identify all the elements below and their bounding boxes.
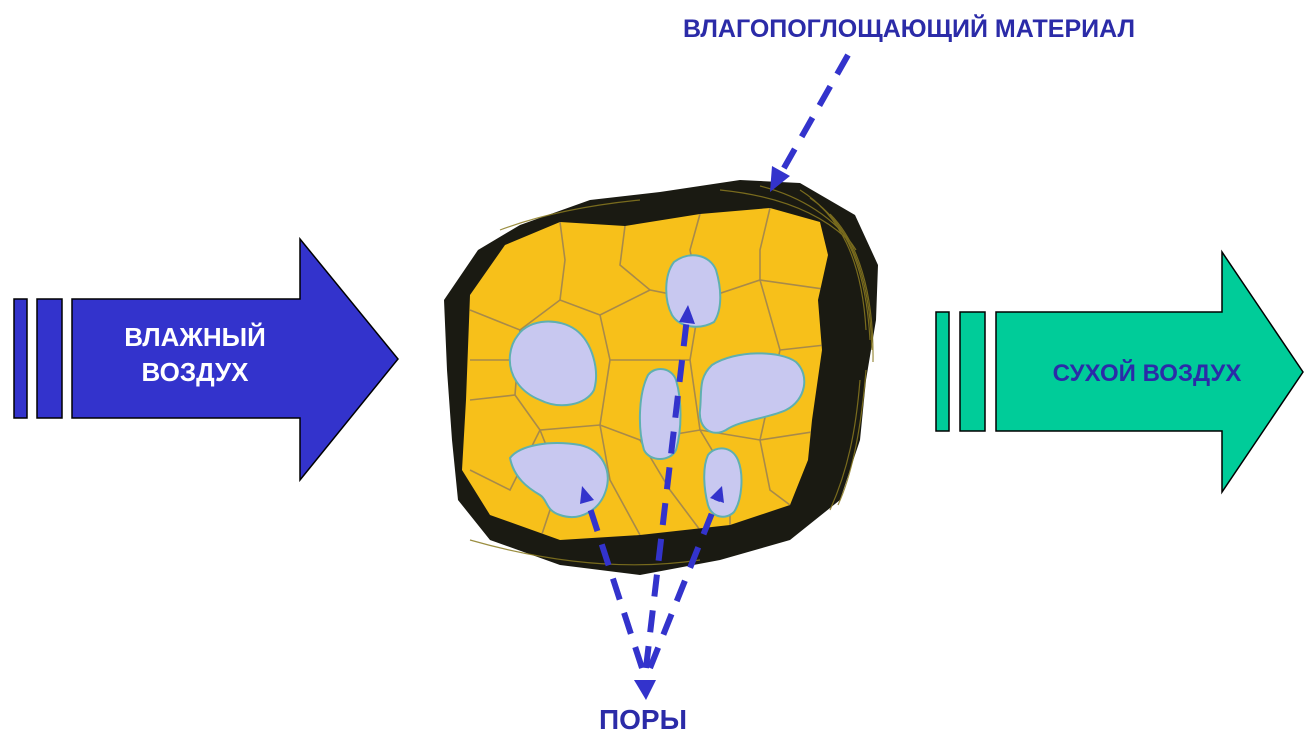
humid-air-label-line1: ВЛАЖНЫЙ [124,322,266,352]
pore-top [666,255,720,326]
material-label: ВЛАГОПОГЛОЩАЮЩИЙ МАТЕРИАЛ [683,13,1135,43]
material-pointer-line [780,55,848,175]
humid-arrow-bar-2 [37,299,62,418]
humid-arrow-bar-1 [14,299,27,418]
dry-arrow-bar-1 [936,312,949,431]
pores-pointer-origin-head [634,680,656,700]
dry-air-label: СУХОЙ ВОЗДУХ [1053,359,1242,387]
dry-arrow-bar-2 [960,312,985,431]
dry-air-arrow: СУХОЙ ВОЗДУХ [936,252,1303,492]
humid-air-arrow: ВЛАЖНЫЙ ВОЗДУХ [14,239,398,480]
humid-air-label-line2: ВОЗДУХ [142,357,250,387]
pores-label: ПОРЫ [599,704,687,735]
pore-bottom-right [704,448,741,516]
